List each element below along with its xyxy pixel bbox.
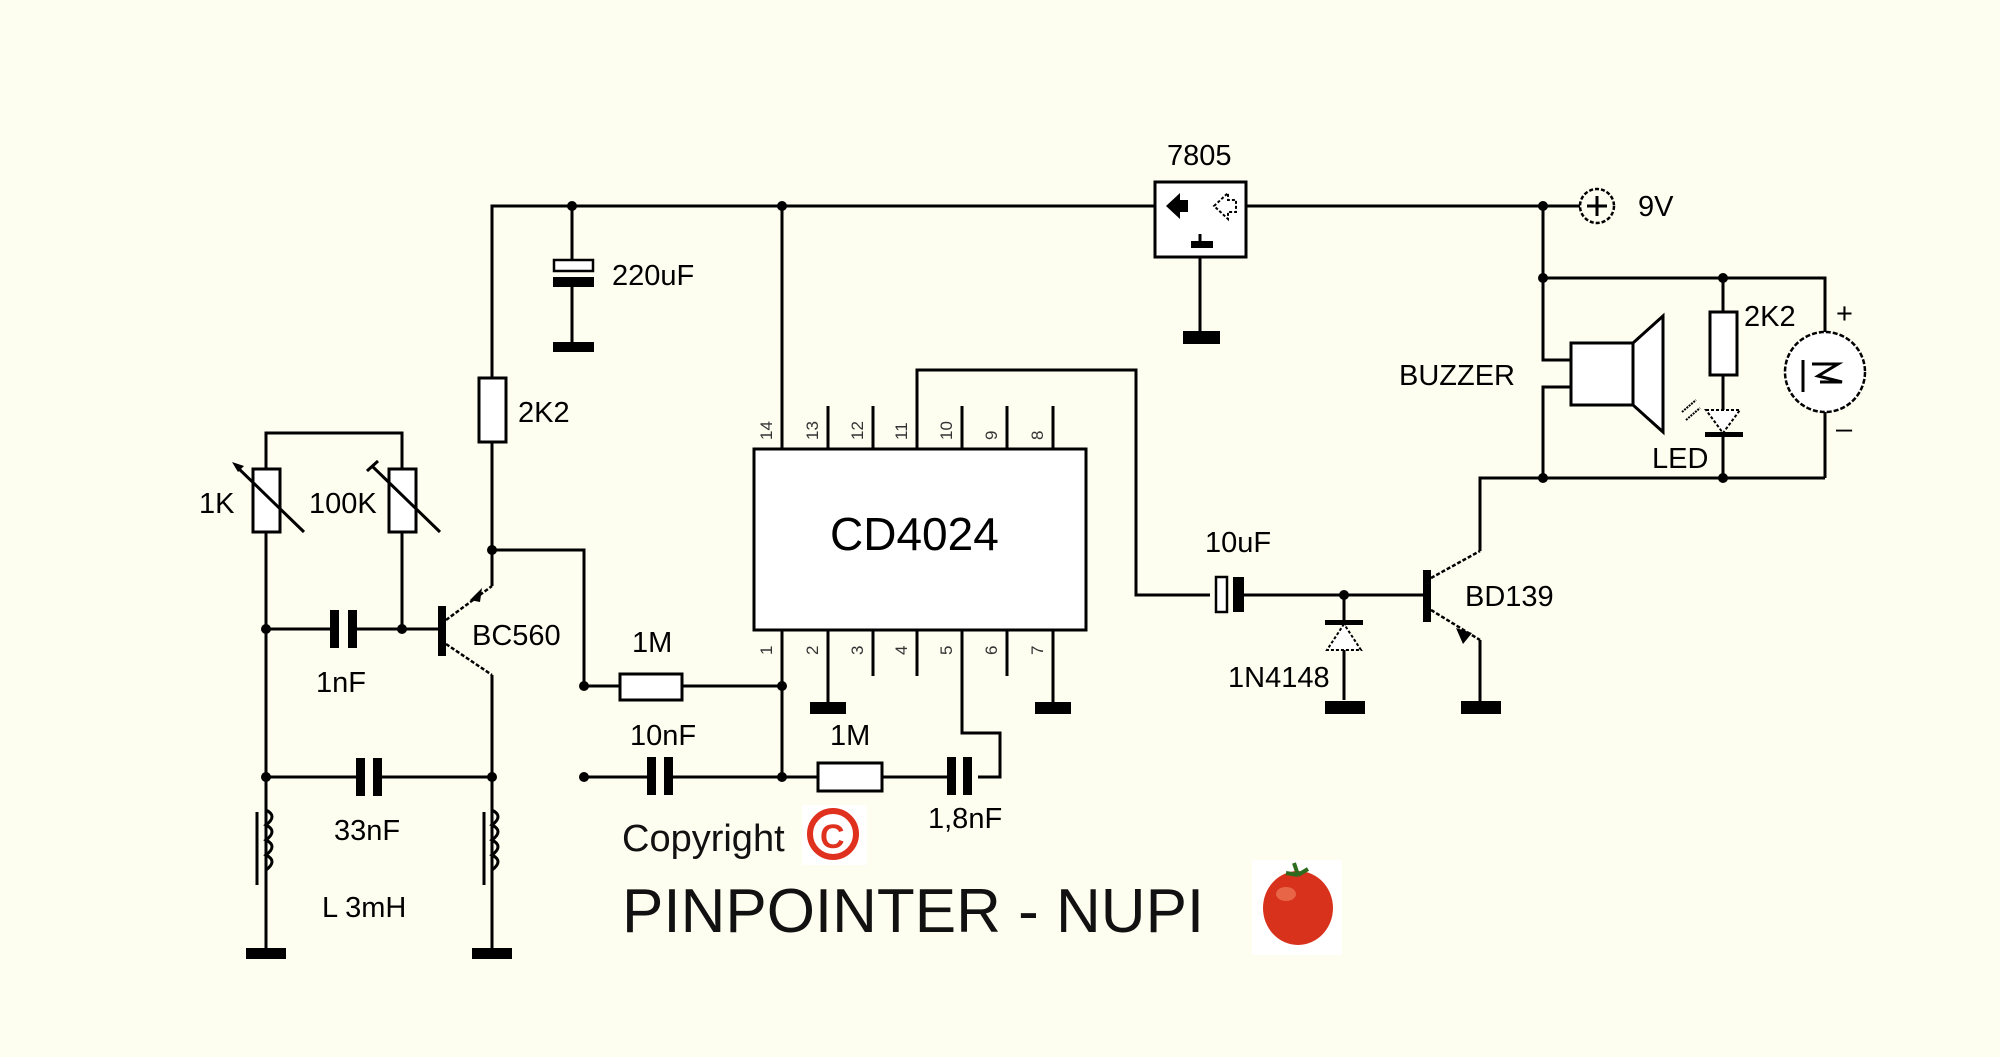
transistor-bc560: BC560	[438, 550, 561, 948]
branding: Copyright C PINPOINTER - NUPI	[622, 805, 1342, 955]
c10nf-label: 10nF	[630, 720, 696, 752]
meter-plus-label: +	[1836, 298, 1853, 330]
r2k2-right-label: 2K2	[1744, 301, 1796, 333]
ground-icon	[1461, 701, 1501, 714]
r2k2-left-label: 2K2	[518, 397, 570, 429]
ground-icon	[1035, 702, 1071, 714]
diode-icon	[1325, 622, 1363, 651]
supply-terminal: 9V	[1578, 187, 1674, 225]
ground-icon	[810, 702, 846, 714]
arrow-left-icon	[1166, 193, 1188, 219]
potentiometers: 1K 100K	[199, 431, 442, 948]
c10uf-label: 10uF	[1205, 527, 1271, 559]
diode-label: 1N4148	[1228, 662, 1330, 694]
copyright-text: Copyright	[622, 818, 785, 860]
svg-text:C: C	[820, 818, 845, 856]
resistor-1m-b	[816, 761, 884, 793]
arrow-outline-icon	[1212, 190, 1237, 222]
ic-pin-label: 8	[1028, 431, 1047, 440]
regulator-label: 7805	[1167, 140, 1232, 172]
resistor-2k2-right	[1708, 310, 1739, 377]
ic-pin-label: 9	[982, 431, 1001, 440]
ic-pin-label: 12	[848, 421, 867, 440]
ic-pin-label: 14	[757, 421, 776, 440]
ic-label: CD4024	[830, 508, 999, 560]
led-icon	[1704, 409, 1742, 435]
buzzer-icon	[1569, 341, 1635, 407]
resistor-1m-a	[618, 672, 684, 702]
ic-pin-label: 7	[1028, 646, 1047, 655]
ic-pin-label: 1	[757, 646, 776, 655]
ic-pin-label: 2	[803, 646, 822, 655]
capacitor-1nF: 1nF	[261, 610, 440, 699]
inductor-label: L 3mH	[322, 892, 406, 924]
tank-circuit: 33nF L 3mH	[246, 758, 512, 959]
buzzer-label: BUZZER	[1399, 360, 1515, 392]
r1m-b-label: 1M	[830, 720, 870, 752]
ic-pin-label: 3	[848, 646, 867, 655]
ground-icon	[246, 948, 286, 959]
ic-pin-label: 11	[892, 422, 911, 440]
inductor-left	[263, 808, 274, 872]
c1nf-label: 1nF	[316, 667, 366, 699]
timing-network: 1M 10nF 1M 1,8nF	[579, 627, 1002, 835]
r1m-a-label: 1M	[632, 627, 672, 659]
pot-1k	[251, 467, 282, 534]
plus-terminal-icon	[1578, 187, 1616, 225]
ic-pin-label: 4	[892, 646, 911, 655]
indicator-section: BUZZER 2K2 LED + –	[1399, 206, 1867, 483]
c220-label: 220uF	[612, 260, 694, 292]
inductor-right	[489, 808, 500, 872]
c33nf-label: 33nF	[334, 815, 400, 847]
ground-icon	[553, 342, 594, 352]
ground-icon	[472, 948, 512, 959]
ic-pin-label: 10	[937, 421, 956, 440]
regulator-7805: 7805	[1153, 140, 1248, 344]
capacitor-220uF: 220uF	[552, 206, 694, 352]
copyright-icon	[807, 808, 859, 860]
ic-pin-label: 13	[803, 421, 822, 440]
pot-100k	[387, 467, 418, 534]
supply-voltage-label: 9V	[1638, 191, 1674, 223]
resistor-2k2-left: 2K2	[477, 376, 586, 687]
page-title: PINPOINTER - NUPI	[622, 877, 1204, 946]
meter-minus-label: –	[1836, 413, 1853, 445]
pot-1k-label: 1K	[199, 488, 235, 520]
bc560-label: BC560	[472, 620, 561, 652]
ic-pin-label: 5	[937, 646, 956, 655]
led-label: LED	[1652, 443, 1708, 475]
tomato-icon	[1263, 871, 1333, 945]
bd139-label: BD139	[1465, 581, 1554, 613]
ground-icon	[1183, 331, 1220, 344]
ic-pin-label: 6	[982, 646, 1001, 655]
output-stage: 10uF 1N4148 BD139	[1205, 476, 1554, 714]
ground-icon	[1325, 701, 1365, 714]
c1-8nf-label: 1,8nF	[928, 803, 1002, 835]
pot-100k-label: 100K	[309, 488, 377, 520]
